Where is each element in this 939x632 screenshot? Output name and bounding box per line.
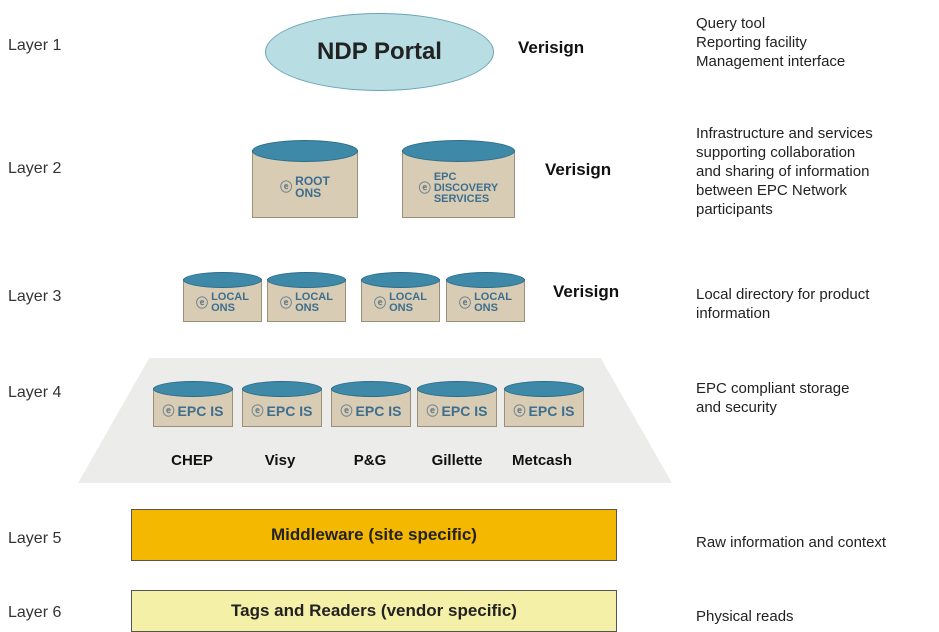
layer-4-label: Layer 4 (8, 384, 62, 401)
layer-4-description: EPC compliant storage and security (696, 379, 849, 417)
epc-is-label: EPC IS (177, 402, 224, 419)
globe-icon: ⓔ (340, 403, 353, 418)
description-line: EPC compliant storage (696, 380, 850, 397)
globe-icon: ⓔ (426, 403, 439, 418)
description-line: and security (696, 399, 777, 416)
layer-1-label: Layer 1 (8, 37, 62, 54)
layer-3-vendor: Verisign (553, 282, 620, 301)
epc-is-database: ⓔ EPC IS (331, 381, 411, 427)
globe-icon: ⓔ (513, 403, 526, 418)
local-ons-line: LOCAL (295, 291, 333, 303)
epc-is-label: EPC IS (441, 402, 488, 419)
local-ons-line: LOCAL (474, 291, 512, 303)
epc-is-label: EPC IS (266, 402, 313, 419)
local-ons-line: ONS (474, 302, 498, 314)
org-label: Metcash (511, 452, 573, 469)
layer-6-description: Physical reads (696, 607, 794, 626)
description-line: between EPC Network (696, 182, 847, 199)
layer-2-description: Infrastructure and services supporting c… (696, 124, 873, 219)
globe-icon: ⓔ (251, 403, 264, 418)
org-label: Gillette (431, 452, 483, 469)
description-line: Infrastructure and services (696, 125, 873, 142)
layer-2-vendor: Verisign (545, 160, 612, 179)
description-line: Raw information and context (696, 534, 887, 551)
root-ons-line: ROOT (295, 174, 330, 188)
local-ons-line: LOCAL (211, 291, 249, 303)
layer-6-label: Layer 6 (8, 604, 62, 621)
globe-icon: ⓔ (280, 180, 293, 194)
local-ons-database: ⓔ LOCAL ONS (183, 272, 262, 322)
globe-icon: ⓔ (196, 296, 209, 310)
discovery-line: DISCOVERY (433, 181, 499, 194)
org-label: P&G (353, 452, 387, 469)
layer-1-vendor: Verisign (518, 38, 585, 57)
org-label: CHEP (171, 452, 213, 469)
root-ons-line: ONS (295, 186, 322, 200)
ndp-portal: NDP Portal (265, 13, 494, 91)
tags-readers-bar: Tags and Readers (vendor specific) (131, 590, 617, 632)
org-label: Visy (264, 452, 296, 469)
middleware-bar: Middleware (site specific) (131, 509, 617, 561)
local-ons-line: LOCAL (389, 291, 427, 303)
epc-is-database: ⓔ EPC IS (504, 381, 584, 427)
epc-discovery-services-database: ⓔ EPC DISCOVERY SERVICES (402, 140, 515, 218)
description-line: Physical reads (696, 608, 794, 625)
local-ons-line: ONS (211, 302, 235, 314)
epc-is-database: ⓔ EPC IS (153, 381, 233, 427)
layer-5-label: Layer 5 (8, 530, 62, 547)
middleware-label: Middleware (site specific) (271, 525, 477, 544)
layer-5-description: Raw information and context (696, 533, 886, 552)
local-ons-line: ONS (389, 302, 413, 314)
ndp-portal-label: NDP Portal (317, 38, 442, 65)
local-ons-database: ⓔ LOCAL ONS (267, 272, 346, 322)
discovery-line: SERVICES (433, 192, 490, 205)
globe-icon: ⓔ (418, 181, 431, 195)
epc-is-label: EPC IS (528, 402, 575, 419)
layer-3-label: Layer 3 (8, 288, 62, 305)
description-line: and sharing of information (696, 163, 870, 180)
local-ons-line: ONS (295, 302, 319, 314)
description-line: supporting collaboration (696, 144, 856, 161)
description-line: Local directory for product (696, 286, 870, 303)
layer-2-label: Layer 2 (8, 160, 62, 177)
discovery-line: EPC (433, 170, 457, 183)
epc-is-database: ⓔ EPC IS (242, 381, 322, 427)
layer-3-description: Local directory for product information (696, 285, 869, 323)
local-ons-database: ⓔ LOCAL ONS (446, 272, 525, 322)
description-line: Reporting facility (696, 34, 807, 51)
layer-1-description: Query tool Reporting facility Management… (696, 14, 845, 71)
epc-is-database: ⓔ EPC IS (417, 381, 497, 427)
globe-icon: ⓔ (162, 403, 175, 418)
globe-icon: ⓔ (374, 296, 387, 310)
description-line: Management interface (696, 53, 846, 70)
epc-is-label: EPC IS (355, 402, 402, 419)
description-line: Query tool (696, 15, 766, 32)
globe-icon: ⓔ (280, 296, 293, 310)
root-ons-database: ⓔ ROOT ONS (252, 140, 358, 218)
description-line: participants (696, 201, 773, 218)
local-ons-database: ⓔ LOCAL ONS (361, 272, 440, 322)
globe-icon: ⓔ (459, 296, 472, 310)
tags-readers-label: Tags and Readers (vendor specific) (231, 601, 517, 620)
description-line: information (696, 305, 771, 322)
